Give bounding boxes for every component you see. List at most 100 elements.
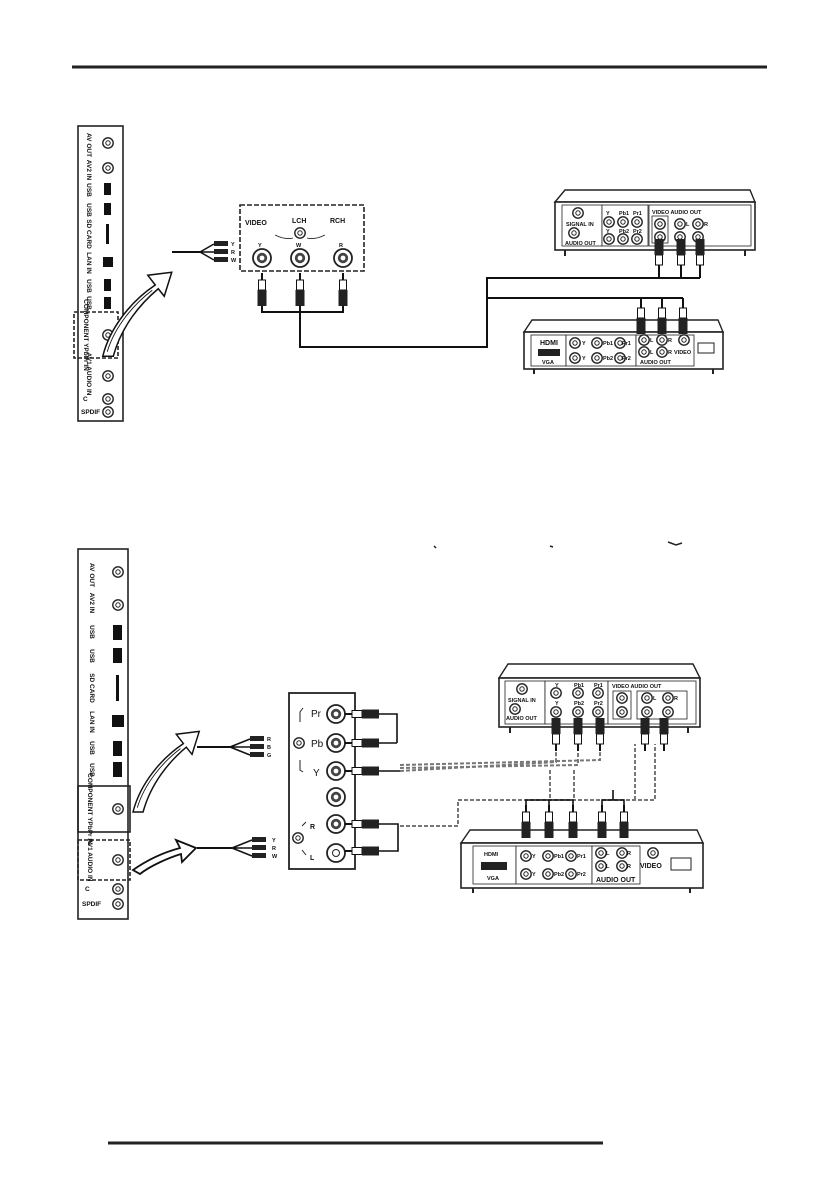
panel-label: SPDIF <box>82 901 101 908</box>
panel-label: USB <box>88 625 95 639</box>
plug-letter: R <box>267 737 271 743</box>
panel-label: C <box>83 396 88 403</box>
pr1-label: Pr1 <box>594 683 603 689</box>
pr1-label: Pr1 <box>577 854 586 860</box>
rca-cable-plugs: Y R W <box>172 241 237 264</box>
pb2-label: Pb2 <box>603 356 613 362</box>
pb2-label: Pb2 <box>554 872 564 878</box>
plug-letter: R <box>272 846 276 852</box>
video-label: VIDEO <box>245 220 267 227</box>
pb2-label: Pb2 <box>619 229 629 235</box>
panel-label: USB <box>85 279 92 293</box>
y-label: Y <box>532 854 536 860</box>
l-label: L <box>606 864 610 870</box>
hdmi-label: HDMI <box>484 852 499 858</box>
plug-letter: B <box>267 745 271 751</box>
pr1-label: Pr1 <box>633 211 642 217</box>
pb1-label: Pb1 <box>619 211 629 217</box>
plug-letter: W <box>231 258 237 264</box>
audio-out-label: AUDIO OUT <box>596 877 636 884</box>
lch-label: LCH <box>292 218 306 225</box>
panel-label: SPDIF <box>81 409 100 416</box>
l-label: L <box>650 350 654 356</box>
av-jack-box: VIDEO LCH RCH Y W R <box>239 204 365 272</box>
panel-label: USB <box>85 203 92 217</box>
audio-cable-plugs: Y R W <box>197 837 278 860</box>
component-jack-box: Pr Pb Y R L <box>288 692 356 870</box>
y-label: Y <box>313 768 320 779</box>
panel-label: SD CARD <box>88 673 95 703</box>
r-label: R <box>668 338 672 344</box>
plug-letter: W <box>272 854 278 860</box>
panel-label: AV OUT <box>88 563 95 587</box>
y2-label: Y <box>606 229 610 235</box>
pb2-label: Pb2 <box>574 701 584 707</box>
panel-label: USB <box>88 649 95 663</box>
video-audio-out-label: VIDEO AUDIO OUT <box>652 210 702 216</box>
hdmi-label: HDMI <box>540 340 558 347</box>
pr2-label: Pr2 <box>594 701 603 707</box>
audio-out-label: AUDIO OUT <box>640 360 672 366</box>
panel-label: AV1 AUDIO IN <box>86 839 93 882</box>
r-label: R <box>627 851 631 857</box>
pb1-label: Pb1 <box>574 683 584 689</box>
y2-label: Y <box>555 701 559 707</box>
tv-side-panel: AV OUT AV2 IN USB USB SD CARD LAN IN USB… <box>77 548 131 920</box>
panel-label: USB <box>85 183 92 197</box>
panel-label: USB <box>88 763 95 777</box>
panel-label: C <box>85 886 90 893</box>
r-label: R <box>310 824 315 831</box>
l-label: L <box>653 696 657 702</box>
r-label: R <box>627 864 631 870</box>
vga-label: VGA <box>542 360 554 366</box>
plug-letter: G <box>267 753 271 759</box>
video-label: VIDEO <box>640 863 662 870</box>
l-label: L <box>686 222 690 228</box>
y-label: Y <box>582 356 586 362</box>
panel-label: SD CARD <box>85 219 92 249</box>
plug-letter: Y <box>231 242 235 248</box>
panel-label: COMPONENT YPbPr IN <box>86 773 93 845</box>
y1-label: Y <box>606 211 610 217</box>
pb1-label: Pb1 <box>554 854 564 860</box>
y-label: Y <box>582 341 586 347</box>
vga-label: VGA <box>487 876 499 882</box>
panel-label: AV1 AUDIO IN <box>85 353 92 396</box>
panel-label: AV2 IN <box>88 593 95 614</box>
audio-out-label: AUDIO OUT <box>565 241 597 247</box>
pr2-label: Pr2 <box>633 229 642 235</box>
plug-letter: Y <box>272 838 276 844</box>
panel-label: USB <box>85 296 92 310</box>
y-label: Y <box>532 872 536 878</box>
panel-label: LAN IN <box>88 711 95 733</box>
y1-label: Y <box>555 683 559 689</box>
insert-arrow-audio <box>131 838 198 876</box>
signal-in-label: SIGNAL IN <box>566 222 594 228</box>
pr2-label: Pr2 <box>622 356 631 362</box>
r-label: R <box>674 696 678 702</box>
r-label: R <box>704 222 708 228</box>
panel-label: COMPONENT YPbPr IN <box>82 299 89 371</box>
source-device-bottom: HDMI VGA Y Pb1 Pr1 Y Pb2 Pr2 L R L R AUD… <box>459 829 705 893</box>
plug-letter: R <box>231 250 235 256</box>
diagram-2: AV OUT AV2 IN USB USB SD CARD LAN IN USB… <box>77 541 705 920</box>
component-cable-plugs: R B G <box>197 736 271 759</box>
insert-arrow-component <box>132 730 200 813</box>
r-label: R <box>668 350 672 356</box>
jack-r-label: R <box>339 243 343 249</box>
jack-w-label: W <box>296 243 302 249</box>
video-label: VIDEO <box>674 350 692 356</box>
pr2-label: Pr2 <box>577 872 586 878</box>
video-audio-out-label: VIDEO AUDIO OUT <box>612 684 662 690</box>
panel-label: AV OUT <box>85 133 92 157</box>
l-label: L <box>606 851 610 857</box>
source-device-bottom: HDMI VGA Y Pb1 Pr1 Y Pb2 Pr2 L R L R AUD… <box>522 319 725 374</box>
pr-label: Pr <box>311 709 322 720</box>
tv-side-panel: AV OUT AV2 IN USB USB SD CARD LAN IN USB… <box>73 125 124 422</box>
jack-y-label: Y <box>258 243 262 249</box>
signal-in-label: SIGNAL IN <box>508 698 536 704</box>
rch-label: RCH <box>330 218 345 225</box>
l-label: L <box>650 338 654 344</box>
l-label: L <box>310 855 315 862</box>
